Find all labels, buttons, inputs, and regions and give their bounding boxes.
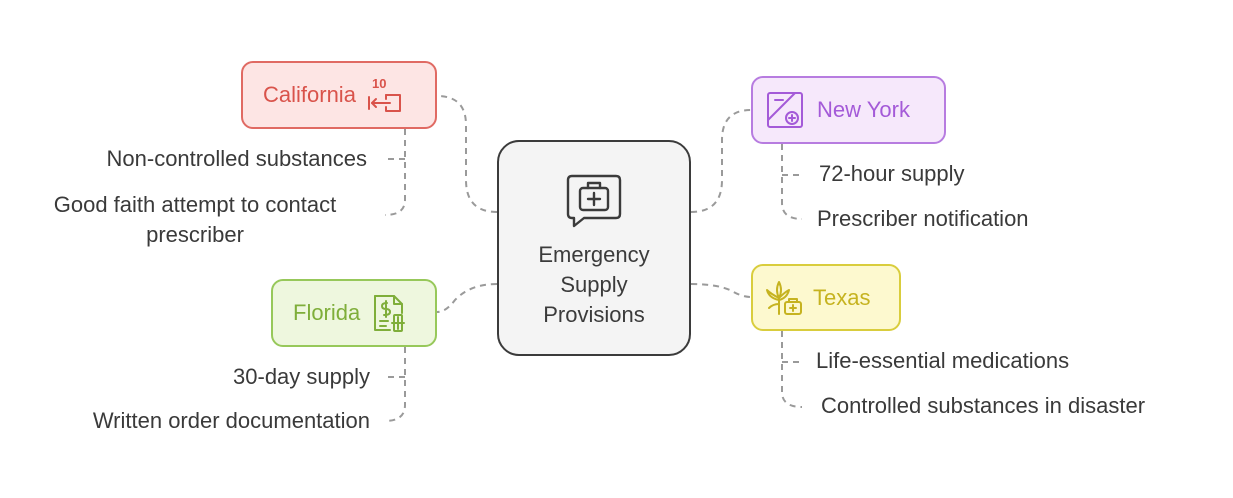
branch-florida: Florida	[271, 279, 437, 347]
new-york-item: 72-hour supply	[819, 161, 965, 186]
medical-chat-icon	[566, 174, 622, 228]
ten-day-return-icon: 10	[367, 76, 401, 112]
florida-item: Written order documentation	[92, 408, 370, 433]
connector-newyork-items	[781, 144, 803, 220]
connector-center-florida	[436, 283, 498, 313]
new-york-label: New York	[817, 97, 910, 122]
center-title: Emergency Supply Provisions	[538, 242, 650, 327]
connector-florida-items	[384, 347, 406, 422]
florida-label: Florida	[293, 300, 361, 325]
texas-item: Life-essential medications	[816, 348, 1070, 373]
ten-label: 10	[372, 76, 386, 91]
california-label: California	[263, 82, 356, 107]
branch-texas: Texas	[751, 264, 901, 331]
connector-center-newyork	[690, 109, 752, 213]
texas-label: Texas	[813, 284, 871, 310]
medical-tablet-icon	[767, 92, 803, 128]
connector-center-texas	[690, 283, 752, 298]
medical-bill-icon	[374, 295, 406, 332]
cannabis-medical-icon	[766, 280, 802, 315]
branch-new-york: New York	[751, 76, 946, 144]
connector-center-california	[436, 95, 498, 213]
new-york-item: Prescriber notification	[817, 206, 1029, 231]
california-item: Non-controlled substances	[106, 146, 367, 171]
texas-item: Controlled substances in disaster	[821, 393, 1146, 418]
connector-california-items	[384, 129, 406, 216]
branch-california: California 10	[241, 61, 437, 129]
connector-texas-items	[781, 331, 803, 408]
california-item: Good faith attempt to contact prescriber	[53, 192, 337, 247]
center-node: Emergency Supply Provisions	[497, 140, 691, 356]
florida-item: 30-day supply	[233, 364, 370, 389]
